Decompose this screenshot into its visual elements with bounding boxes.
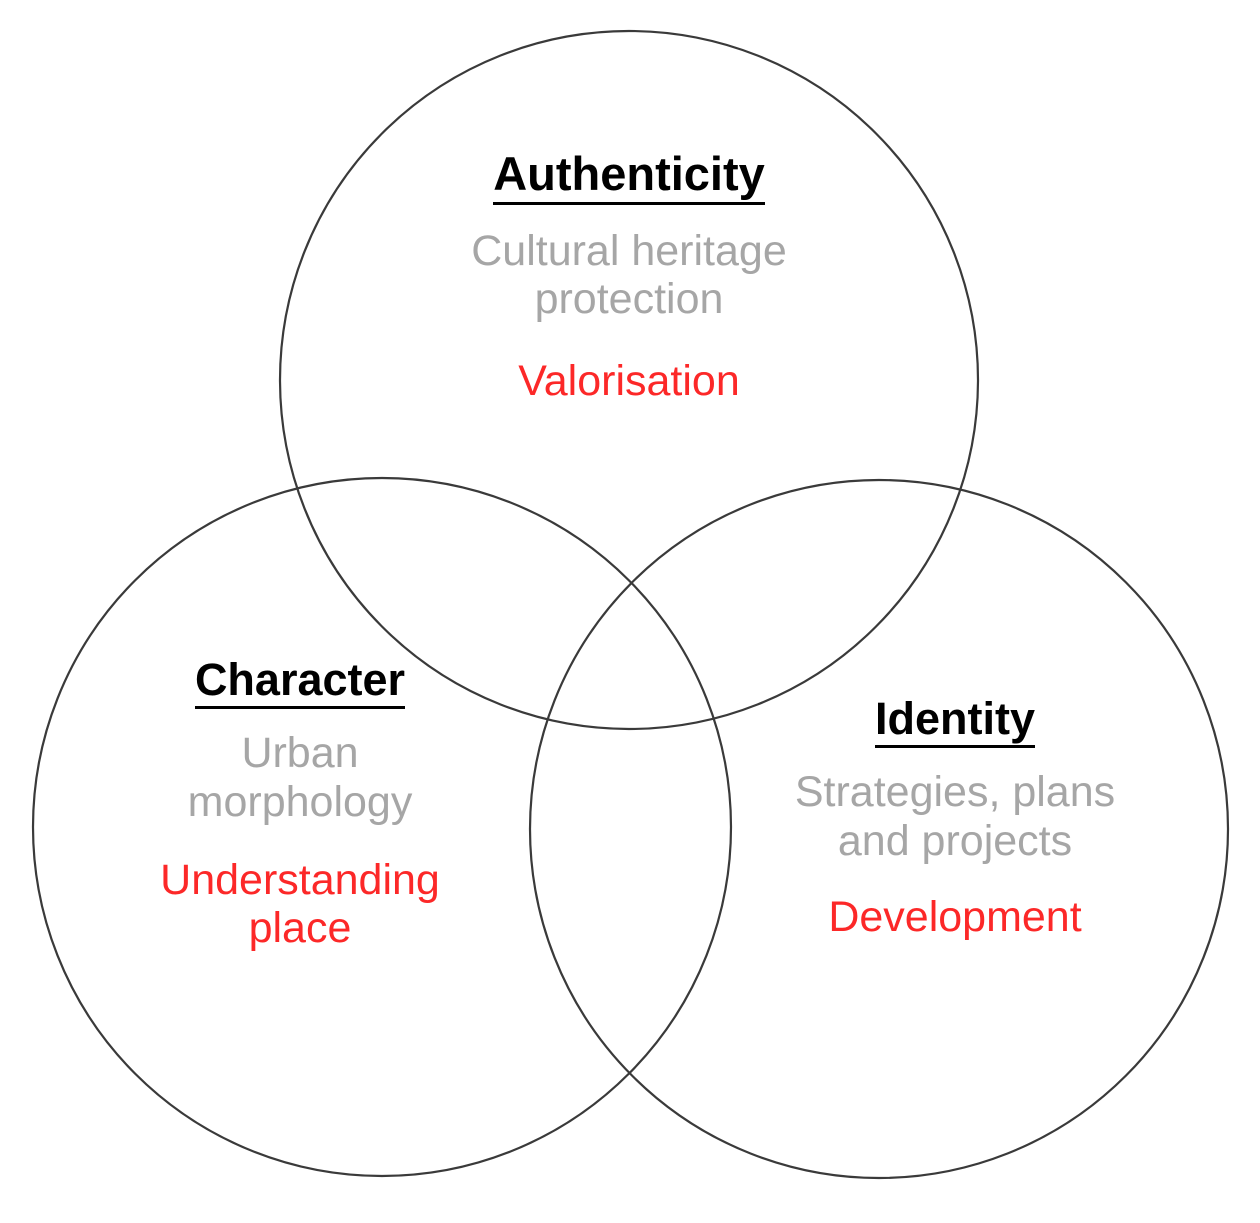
authenticity-subtitle-line-1: Cultural heritage: [471, 226, 787, 275]
character-keyword-line-1: Understanding: [160, 855, 440, 904]
authenticity-keyword-line-1: Valorisation: [518, 356, 740, 405]
character-subtitle: Urban morphology: [80, 729, 520, 825]
identity-keyword-line-1: Development: [828, 892, 1082, 941]
authenticity-heading-row: Authenticity: [379, 147, 879, 205]
set-label-authenticity: Authenticity Cultural heritage protectio…: [379, 147, 879, 405]
character-heading-row: Character: [80, 654, 520, 710]
character-subtitle-line-2: morphology: [187, 777, 413, 826]
character-subtitle-line-1: Urban: [241, 729, 359, 778]
identity-heading: Identity: [874, 693, 1035, 749]
identity-subtitle: Strategies, plans and projects: [735, 768, 1175, 864]
authenticity-subtitle: Cultural heritage protection: [379, 227, 879, 323]
circle-identity: [528, 478, 1230, 1180]
character-keyword-line-2: place: [248, 903, 352, 952]
identity-subtitle-line-2: and projects: [837, 816, 1073, 865]
identity-subtitle-line-1: Strategies, plans: [794, 768, 1116, 817]
identity-heading-row: Identity: [735, 693, 1175, 749]
character-keyword: Understanding place: [80, 856, 520, 952]
set-label-character: Character Urban morphology Understanding…: [80, 654, 520, 952]
set-label-identity: Identity Strategies, plans and projects …: [735, 693, 1175, 941]
identity-keyword: Development: [735, 893, 1175, 941]
character-heading: Character: [194, 654, 406, 710]
circle-authenticity: [278, 29, 980, 731]
authenticity-heading: Authenticity: [493, 147, 765, 205]
authenticity-subtitle-line-2: protection: [534, 274, 724, 323]
authenticity-keyword: Valorisation: [379, 357, 879, 405]
circle-character: [31, 476, 733, 1178]
